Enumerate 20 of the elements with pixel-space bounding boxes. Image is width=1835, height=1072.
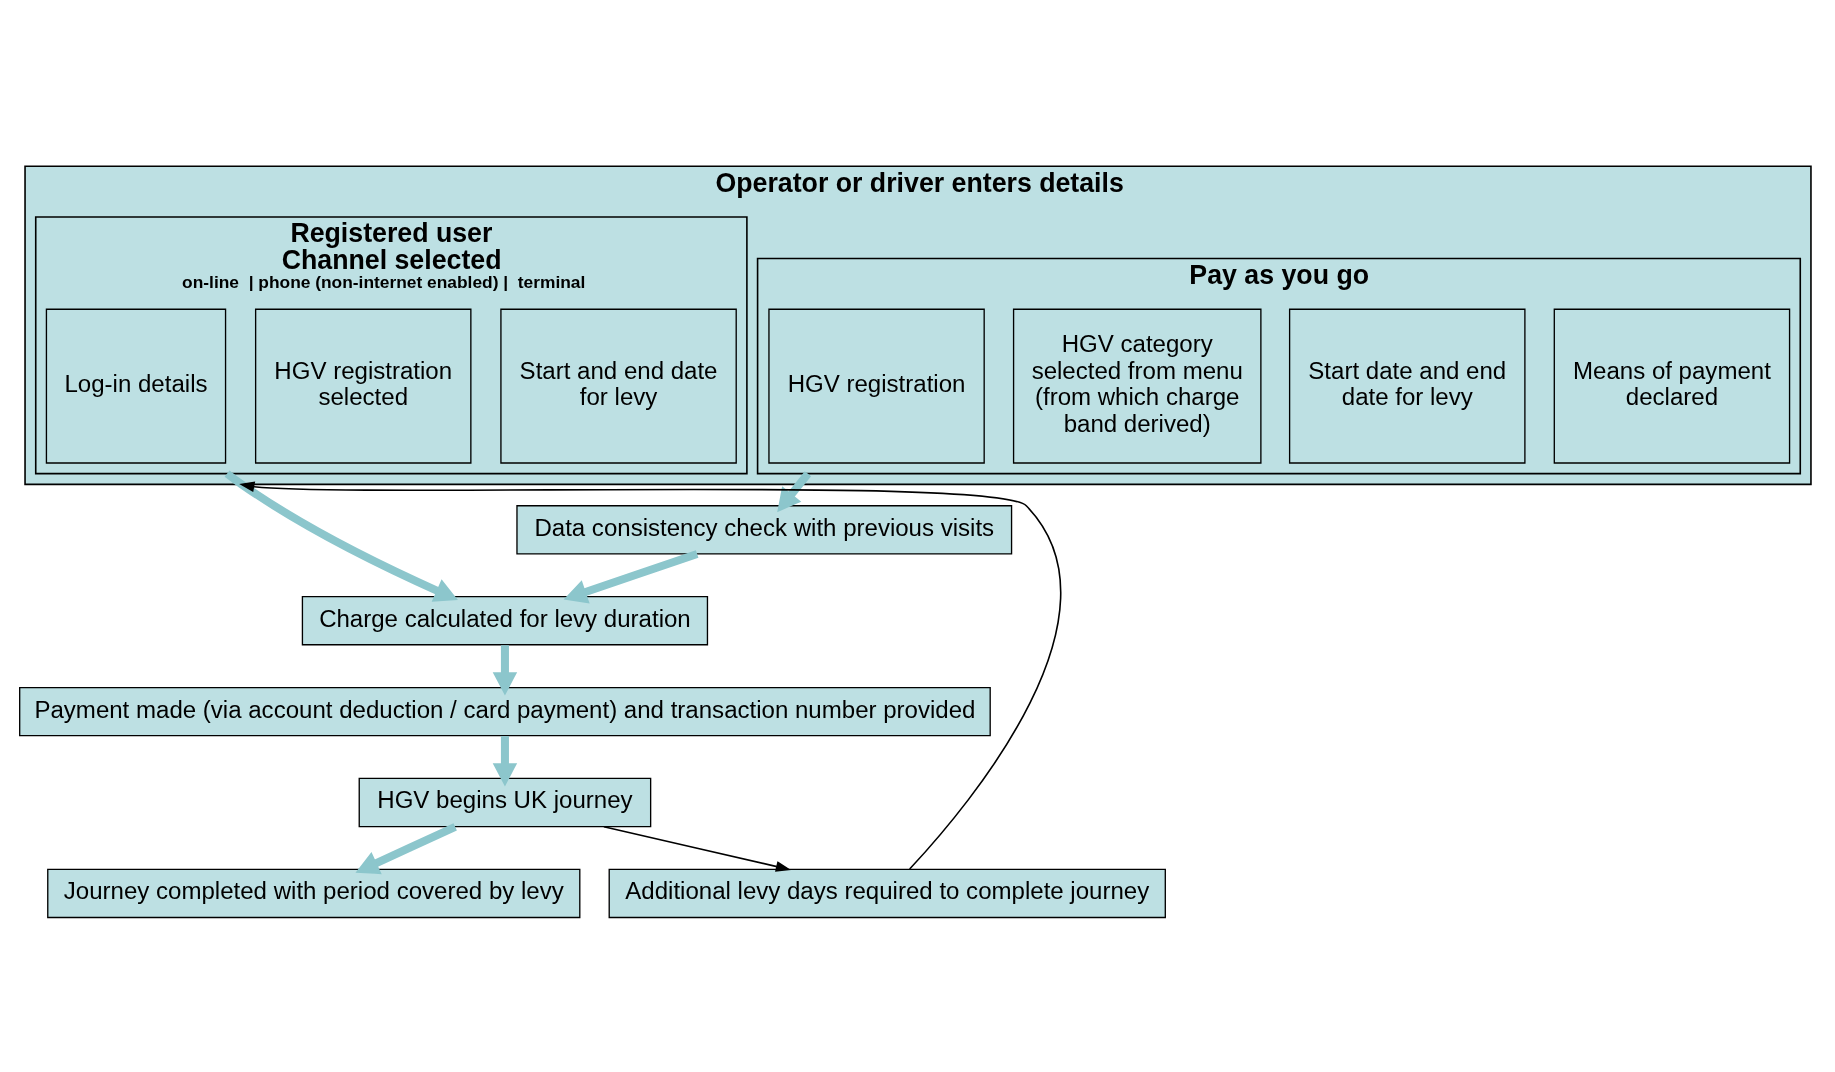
arrow <box>224 470 458 602</box>
node-box: HGV category selected from menu (from which charge band derived) <box>1012 308 1262 464</box>
node-box: Log-in details <box>45 308 226 464</box>
node-box: Data consistency check with previous visits <box>515 504 1012 555</box>
node-box: HGV registration selected <box>254 308 472 464</box>
node-box: Additional levy days required to complete journey <box>608 868 1166 918</box>
node-box: Start and end date for levy <box>499 308 737 464</box>
node-box: Journey completed with period covered by levy <box>46 868 580 918</box>
node-box: Payment made (via account deduction / card payment) and transaction number provided <box>18 686 991 736</box>
arrow <box>492 735 517 786</box>
node-box: Means of payment declared <box>1553 308 1790 464</box>
node-box: HGV registration <box>767 308 985 464</box>
arrow <box>238 480 1061 870</box>
node-box: HGV begins UK journey <box>358 777 651 827</box>
arrow <box>776 470 811 512</box>
node-box: Start date and end date for levy <box>1288 308 1526 464</box>
node-box: Charge calculated for levy duration <box>301 595 708 645</box>
arrow <box>492 644 517 696</box>
arrow <box>602 825 791 872</box>
arrow <box>354 822 457 874</box>
